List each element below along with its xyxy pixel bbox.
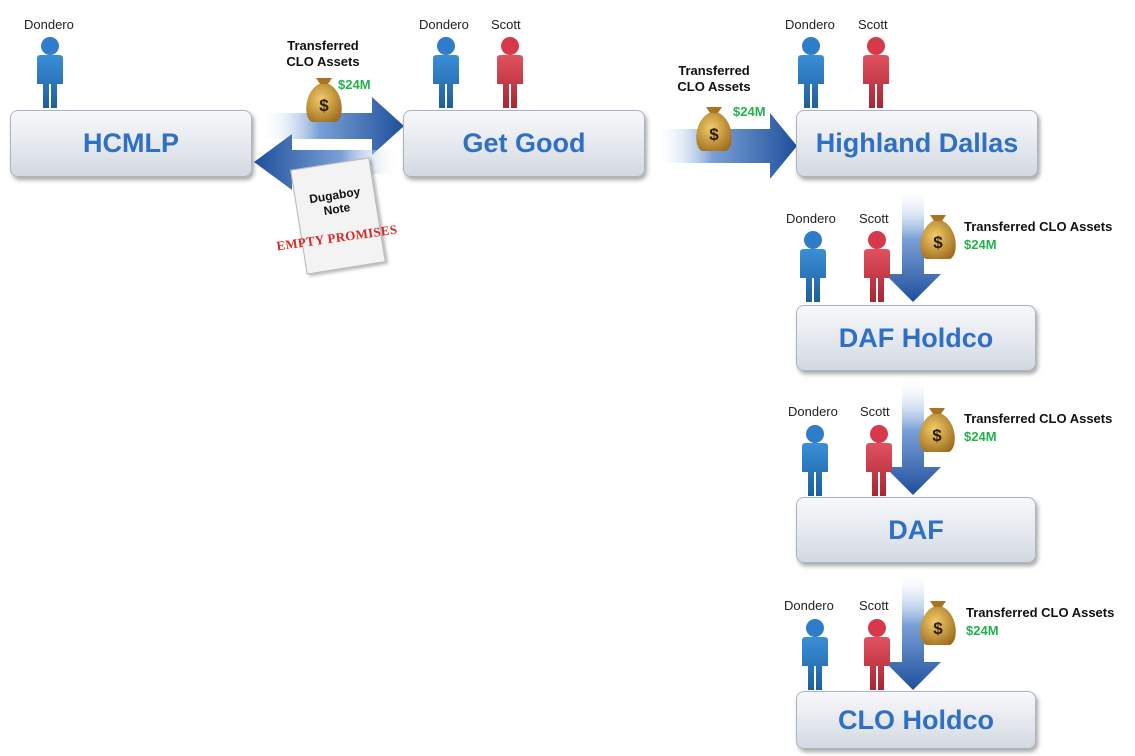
transfer-label: Transferred CLO Assets xyxy=(964,219,1113,234)
person-blue-icon xyxy=(802,425,828,496)
transfer-amount: $24M xyxy=(964,429,997,444)
transfer-label-line1: Transferred xyxy=(678,63,750,78)
person-name-dondero: Dondero xyxy=(786,211,836,226)
transfer-label-line2: CLO Assets xyxy=(677,79,751,94)
person-name-dondero: Dondero xyxy=(419,17,469,32)
person-name-scott: Scott xyxy=(858,17,888,32)
svg-text:$: $ xyxy=(933,619,943,638)
arrow-daf-to-cloholdco xyxy=(885,571,941,690)
transfer-label: Transferred CLO Assets xyxy=(663,63,765,95)
svg-text:$: $ xyxy=(319,96,329,115)
money-bag-icon: $ xyxy=(919,408,955,452)
person-red-icon xyxy=(866,425,892,496)
person-red-icon xyxy=(497,37,523,108)
person-red-icon xyxy=(864,231,890,302)
arrow-hcmlp-to-getgood xyxy=(262,97,404,155)
entity-highland-dallas: Highland Dallas xyxy=(796,110,1038,177)
entity-daf: DAF xyxy=(796,497,1036,563)
transfer-amount: $24M xyxy=(338,77,371,92)
person-name-dondero: Dondero xyxy=(784,598,834,613)
person-name-scott: Scott xyxy=(860,404,890,419)
entity-clo-holdco: CLO Holdco xyxy=(796,691,1036,749)
person-red-icon xyxy=(864,619,890,690)
money-bag-icon: $ xyxy=(696,107,732,151)
entity-daf-holdco: DAF Holdco xyxy=(796,305,1036,371)
person-name-scott: Scott xyxy=(491,17,521,32)
svg-text:$: $ xyxy=(933,233,943,252)
person-blue-icon xyxy=(800,231,826,302)
transfer-amount: $24M xyxy=(733,104,766,119)
dugaboy-note-label: Dugaboy Note xyxy=(295,182,376,222)
person-blue-icon xyxy=(802,619,828,690)
person-blue-icon xyxy=(37,37,63,108)
money-bag-icon: $ xyxy=(920,601,956,645)
person-blue-icon xyxy=(798,37,824,108)
transfer-label: Transferred CLO Assets xyxy=(966,605,1115,620)
arrow-dafholdco-to-daf xyxy=(885,377,941,495)
person-name-scott: Scott xyxy=(859,598,889,613)
entity-hcmlp: HCMLP xyxy=(10,110,252,177)
person-name-scott: Scott xyxy=(859,211,889,226)
person-name-dondero: Dondero xyxy=(788,404,838,419)
transfer-label-line1: Transferred xyxy=(287,38,359,53)
dugaboy-note-document-icon: Dugaboy Note xyxy=(290,157,386,275)
transfer-amount: $24M xyxy=(966,623,999,638)
person-name-dondero: Dondero xyxy=(24,17,74,32)
person-red-icon xyxy=(863,37,889,108)
transfer-label: Transferred CLO Assets xyxy=(272,38,374,70)
transfer-label: Transferred CLO Assets xyxy=(964,411,1113,426)
transfer-amount: $24M xyxy=(964,237,997,252)
arrow-highland-to-dafholdco xyxy=(885,187,941,302)
person-name-dondero: Dondero xyxy=(785,17,835,32)
svg-text:$: $ xyxy=(932,426,942,445)
transfer-label-line2: CLO Assets xyxy=(286,54,360,69)
money-bag-icon: $ xyxy=(306,78,342,122)
svg-text:$: $ xyxy=(709,125,719,144)
entity-get-good: Get Good xyxy=(403,110,645,177)
money-bag-icon: $ xyxy=(920,215,956,259)
person-blue-icon xyxy=(433,37,459,108)
